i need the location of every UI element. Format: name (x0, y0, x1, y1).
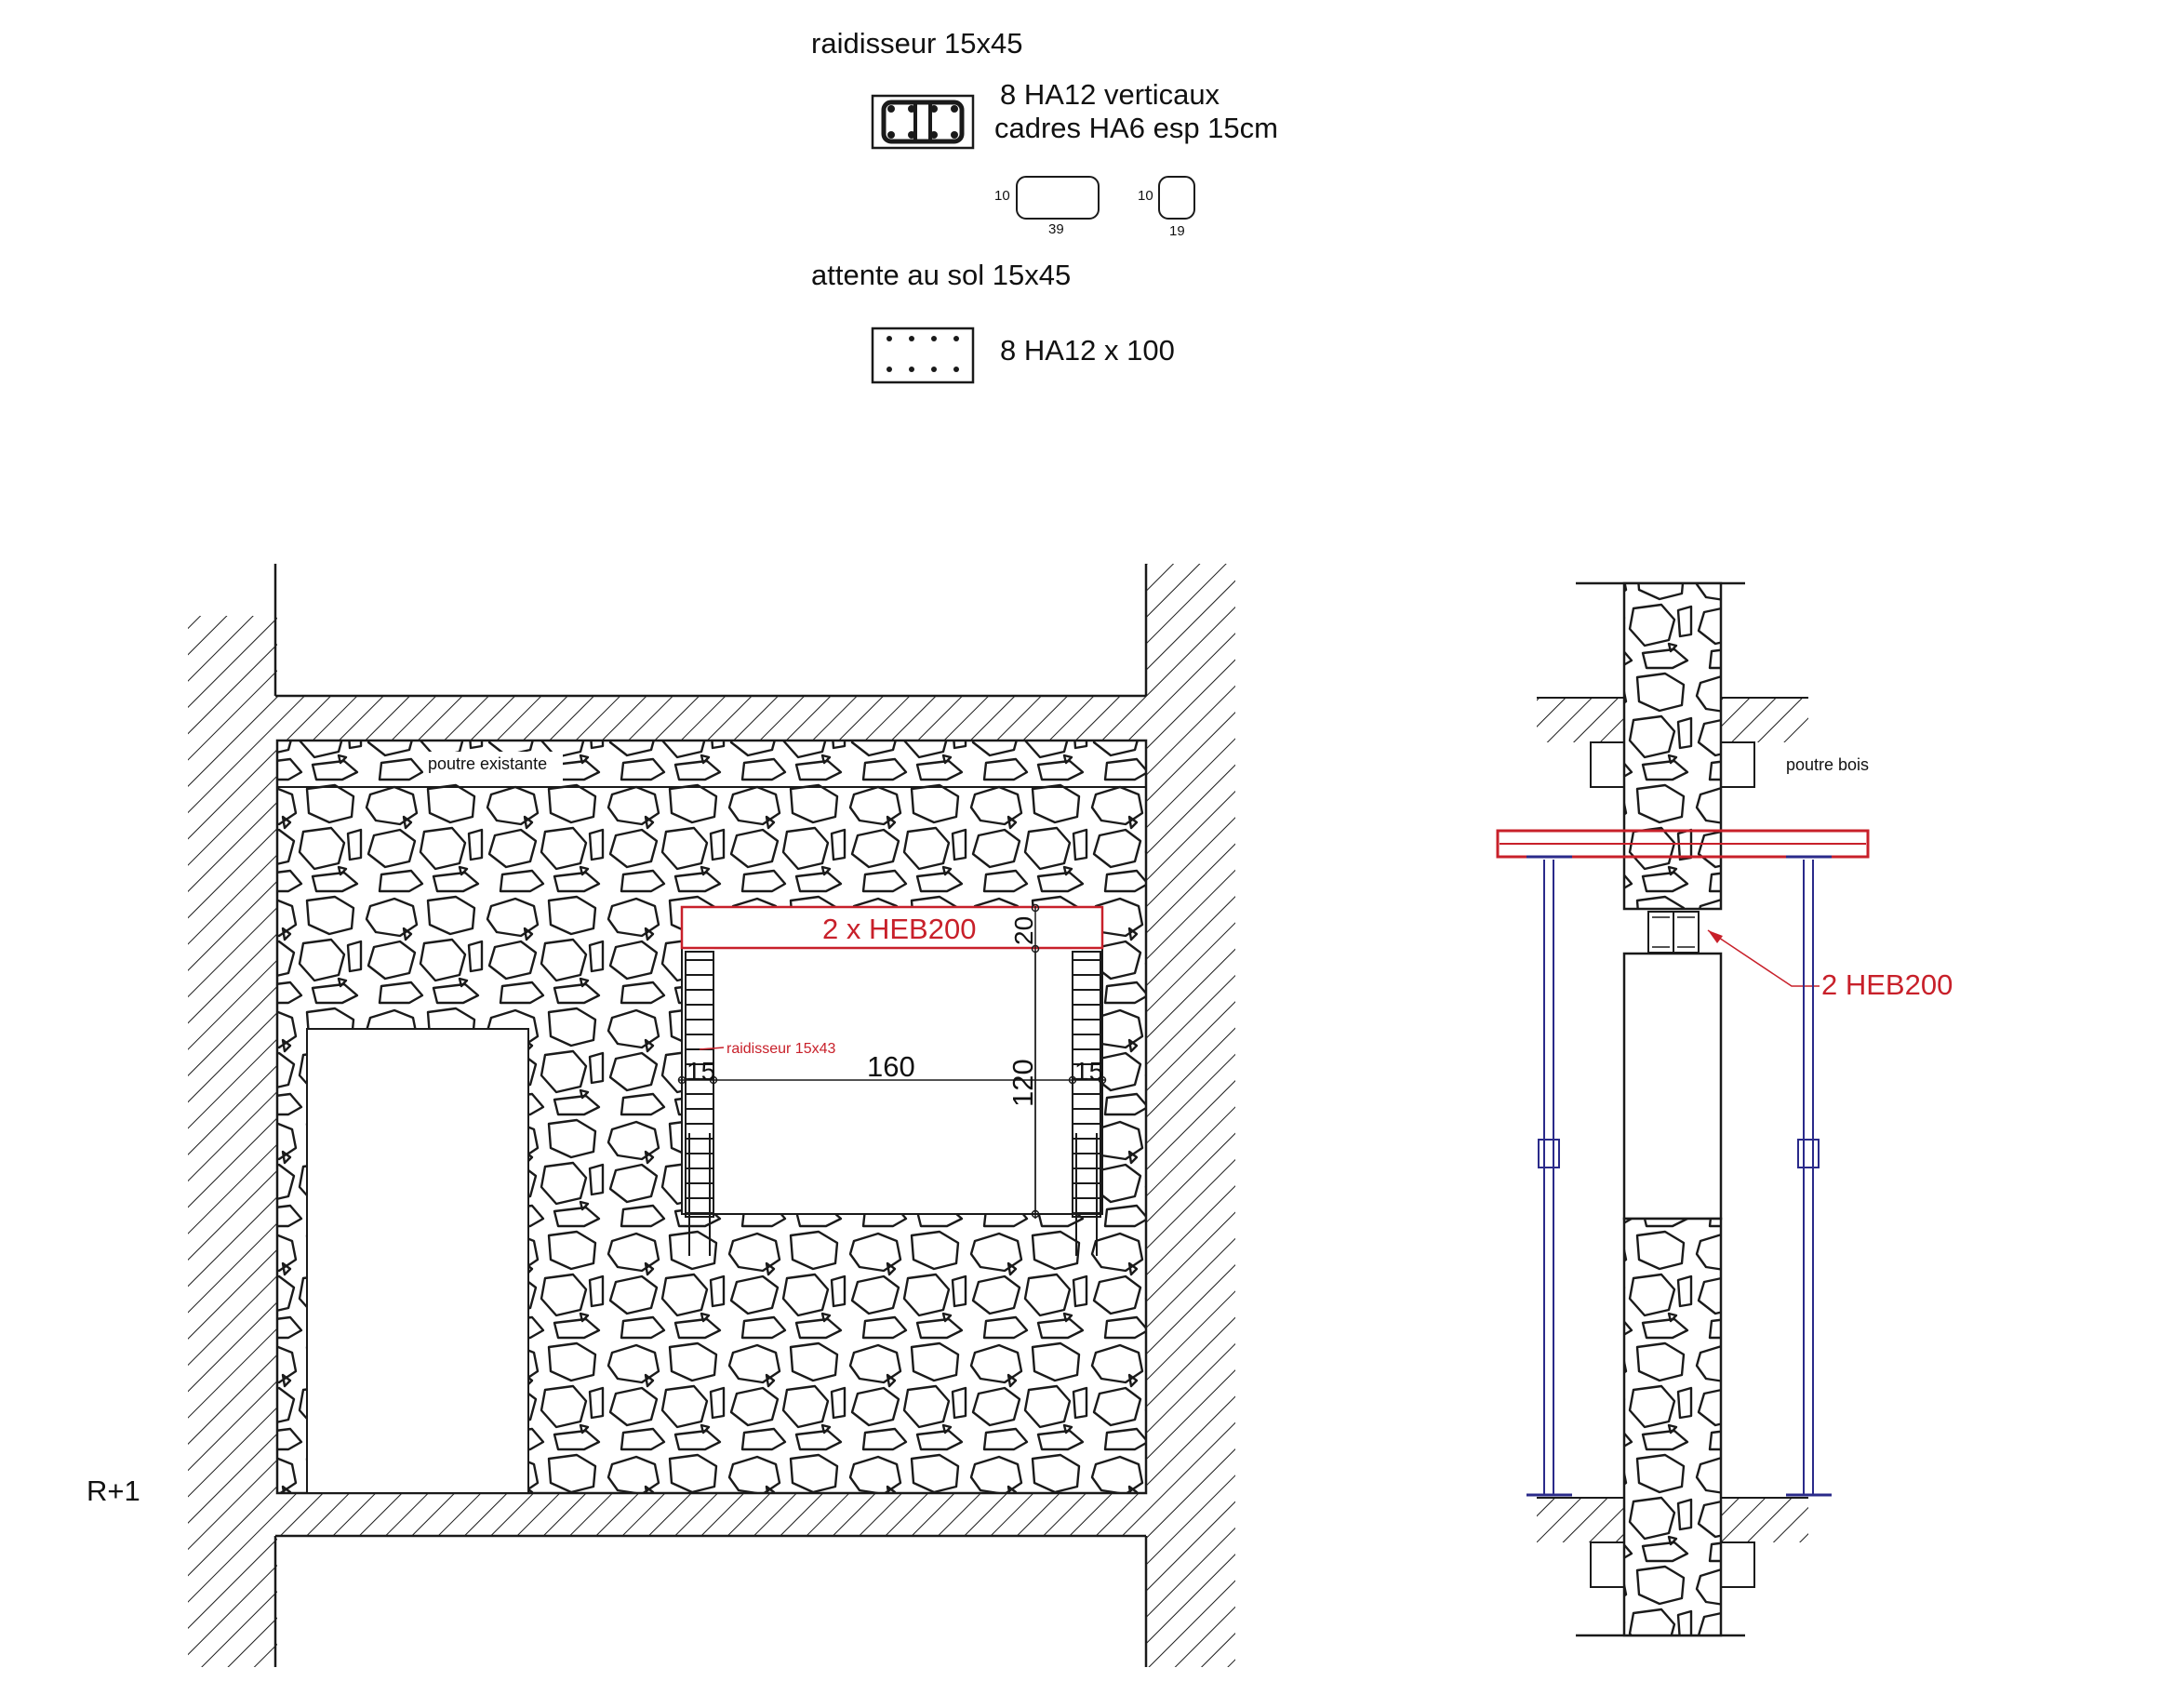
stiffener-left (685, 951, 714, 1256)
shoring-prop-left (1526, 855, 1572, 1497)
existing-beam-label: poutre existante (428, 754, 547, 773)
stiffener-label: raidisseur 15x43 (727, 1041, 836, 1057)
dim-right: 15 (1074, 1057, 1103, 1086)
wall-section-upper (1622, 581, 1723, 911)
door-opening (306, 1028, 529, 1494)
attente-title: attente au sol 15x45 (811, 259, 1071, 291)
frame-b-height: 10 (1138, 188, 1153, 204)
stiffener-leader (699, 1047, 725, 1050)
raidisseur-line2: cadres HA6 esp 15cm (994, 112, 1278, 144)
wall-section-lower (1622, 1217, 1723, 1637)
hatched-structure (188, 564, 1235, 1667)
steel-section-label: 2 HEB200 (1821, 968, 1953, 1001)
heb200-section-icon (1647, 911, 1700, 954)
dim-width: 160 (867, 1050, 915, 1083)
attente-section-icon (871, 327, 975, 384)
frame-shape-b: 10 19 (1138, 176, 1195, 239)
timber-beam-right-lower (1720, 1541, 1755, 1588)
stiffener-right (1072, 951, 1101, 1256)
beam-label-bg (423, 752, 563, 781)
lintel-label: 2 x HEB200 (822, 913, 976, 945)
timber-beam-left-lower (1590, 1541, 1625, 1588)
section-slabs (1537, 697, 1808, 1542)
frame-a-width: 39 (1048, 221, 1064, 237)
frame-a-height: 10 (994, 188, 1010, 204)
frame-b-width: 19 (1169, 223, 1185, 239)
attente-line: 8 HA12 x 100 (1000, 334, 1175, 367)
opening-section (1622, 952, 1723, 1221)
dim-left: 15 (687, 1057, 715, 1086)
heb200-callout: 2 HEB200 (1707, 929, 1953, 1001)
dim-opening-height: 120 (1007, 1059, 1039, 1107)
frame-shape-a: 10 39 (994, 176, 1100, 237)
timber-beam-label: poutre bois (1786, 755, 1869, 774)
timber-beam-right (1720, 741, 1755, 788)
shoring-prop-right (1786, 855, 1832, 1497)
raidisseur-section-icon (871, 94, 975, 150)
raidisseur-title: raidisseur 15x45 (811, 27, 1022, 60)
legend: raidisseur 15x45 8 HA12 verticaux cadres… (811, 27, 1278, 384)
needle-beam (1496, 829, 1870, 859)
vertical-dimension: 20 120 (1007, 903, 1040, 1219)
dim-lintel-height: 20 (1009, 916, 1038, 945)
elevation-view: poutre existante 2 x HEB200 raidisseur 1… (87, 564, 1235, 1667)
steel-lintel (680, 905, 1104, 950)
horizontal-dimension: 15 160 15 (677, 1050, 1107, 1086)
level-label: R+1 (87, 1474, 140, 1507)
section-view: poutre bois 2 HEB200 (1496, 581, 1953, 1637)
raidisseur-line1: 8 HA12 verticaux (1000, 78, 1220, 111)
timber-beam-left (1590, 741, 1625, 788)
